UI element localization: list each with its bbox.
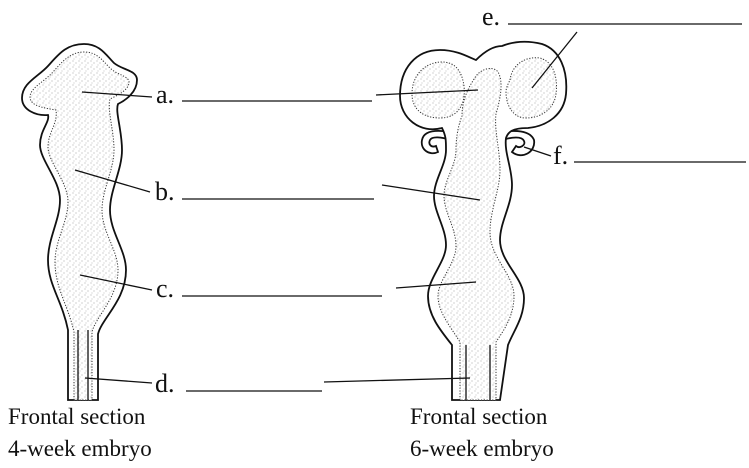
label-e: e. [482, 2, 500, 31]
label-f: f. [553, 141, 568, 170]
caption-4week-line2: 4-week embryo [8, 436, 152, 461]
leader-d-right [324, 378, 470, 382]
four-week-embryo-figure [22, 44, 137, 400]
label-b: b. [155, 177, 175, 206]
caption-6week-line2: 6-week embryo [410, 436, 554, 461]
label-a: a. [156, 80, 174, 109]
caption-4week-line1: Frontal section [8, 404, 146, 429]
label-c: c. [156, 274, 174, 303]
six-week-embryo-figure [400, 42, 566, 400]
label-d: d. [155, 369, 175, 398]
caption-6week-line1: Frontal section [410, 404, 548, 429]
